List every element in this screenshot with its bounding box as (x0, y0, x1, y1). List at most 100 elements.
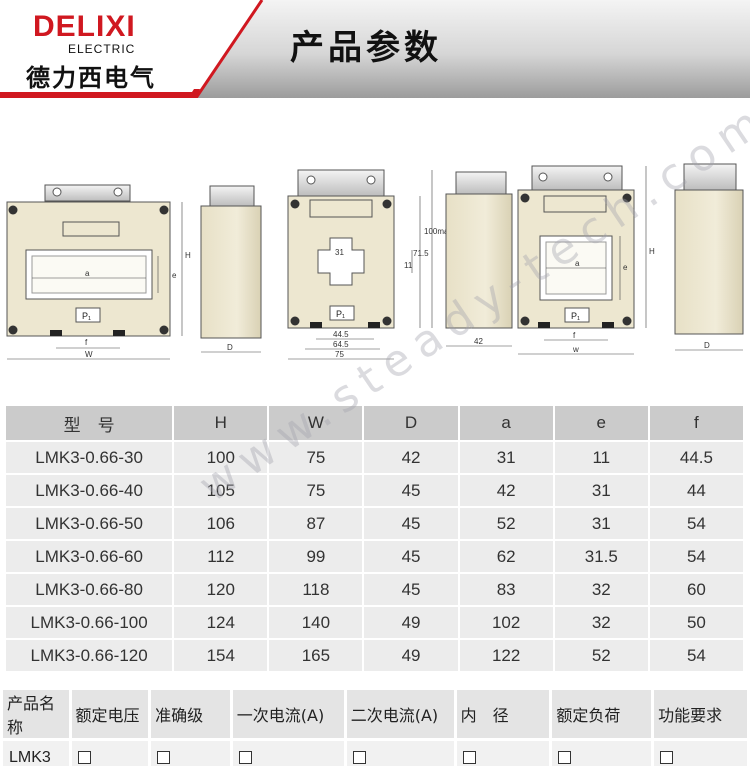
cell-e: 32 (554, 574, 648, 605)
dim-e: e (172, 271, 177, 280)
cell-e: 11 (554, 442, 648, 473)
drawing-side-view-3: D (674, 163, 744, 351)
drawing-side-view-2: 42 (445, 171, 513, 347)
cell-H: 105 (174, 475, 268, 506)
drawing-side-view-1: D (200, 185, 262, 353)
dim-100max: 100max (424, 227, 452, 236)
cell-H: 154 (174, 640, 268, 671)
cell-model: LMK3-0.66-60 (6, 541, 173, 572)
order-product-value: LMK3 (3, 741, 69, 766)
order-row: LMK3 (3, 741, 747, 766)
spec-table: 型 号 H W D a e f LMK3-0.66-30 100 75 42 3… (4, 404, 745, 673)
primary-current-checkbox[interactable] (238, 751, 252, 765)
inner-diameter-checkbox[interactable] (462, 751, 476, 765)
function-checkbox[interactable] (660, 751, 674, 765)
cell-model: LMK3-0.66-30 (6, 442, 173, 473)
header-H: H (174, 406, 268, 440)
cell-f: 54 (649, 640, 743, 671)
cell-D: 49 (364, 640, 458, 671)
order-voltage-cell (71, 741, 149, 766)
order-secondary-current-cell (346, 741, 454, 766)
cell-f: 44 (649, 475, 743, 506)
cell-e: 31.5 (554, 541, 648, 572)
cell-D: 42 (364, 442, 458, 473)
cell-W: 75 (269, 442, 363, 473)
dim-w: w (572, 345, 579, 354)
drawing-front-view-1: P₁ a e H f W (6, 184, 191, 360)
cell-H: 100 (174, 442, 268, 473)
header-W: W (269, 406, 363, 440)
technical-drawings: P₁ a e H f W D 31 P₁ 11 (6, 163, 744, 360)
dim-a: a (85, 269, 90, 278)
order-primary-current-cell (232, 741, 344, 766)
p1-label-3: P₁ (571, 311, 580, 321)
dim-f-2: f (573, 331, 576, 340)
dim-D-2: D (704, 341, 710, 350)
dim-D: D (227, 343, 233, 352)
cell-D: 45 (364, 574, 458, 605)
dim-a-2: a (575, 259, 580, 268)
cell-a: 83 (459, 574, 553, 605)
cell-model: LMK3-0.66-40 (6, 475, 173, 506)
cell-e: 31 (554, 508, 648, 539)
dim-11: 11 (404, 261, 413, 270)
cell-f: 50 (649, 607, 743, 638)
cell-e: 31 (554, 475, 648, 506)
header-D: D (364, 406, 458, 440)
cell-W: 87 (269, 508, 363, 539)
cell-H: 124 (174, 607, 268, 638)
header-background (0, 0, 750, 98)
cell-W: 75 (269, 475, 363, 506)
drawing-front-view-2: 31 P₁ 11 71.5 100max 44.5 64.5 75 (287, 169, 452, 360)
cell-W: 140 (269, 607, 363, 638)
cell-W: 165 (269, 640, 363, 671)
rated-load-checkbox[interactable] (558, 751, 572, 765)
cell-D: 49 (364, 607, 458, 638)
table-row: LMK3-0.66-60 112 99 45 62 31.5 54 (6, 541, 743, 572)
order-header-voltage: 额定电压 (71, 690, 149, 738)
brand-logo: DELIXI (33, 10, 136, 43)
cell-D: 45 (364, 541, 458, 572)
cell-a: 62 (459, 541, 553, 572)
dim-H-2: H (649, 247, 655, 256)
header-e: e (554, 406, 648, 440)
p1-label: P₁ (82, 311, 91, 321)
cell-model: LMK3-0.66-50 (6, 508, 173, 539)
order-header-inner-diameter: 内 径 (456, 690, 550, 738)
secondary-current-checkbox[interactable] (352, 751, 366, 765)
dim-71-5: 71.5 (413, 249, 429, 258)
dim-f: f (85, 338, 88, 347)
dim-44-5: 44.5 (333, 330, 349, 339)
order-header-rated-load: 额定负荷 (552, 690, 652, 738)
cell-f: 60 (649, 574, 743, 605)
table-row: LMK3-0.66-40 105 75 45 42 31 44 (6, 475, 743, 506)
order-header-function: 功能要求 (654, 690, 747, 738)
order-header-accuracy: 准确级 (151, 690, 230, 738)
drawing-front-view-3: a P₁ e H f w (517, 165, 655, 355)
order-accuracy-cell (151, 741, 230, 766)
brand-cn: 德力西电气 (26, 64, 156, 92)
table-row: LMK3-0.66-50 106 87 45 52 31 54 (6, 508, 743, 539)
header-model: 型 号 (6, 406, 173, 440)
cell-a: 42 (459, 475, 553, 506)
cell-H: 106 (174, 508, 268, 539)
dim-42: 42 (474, 337, 483, 346)
dim-31: 31 (335, 248, 344, 257)
cell-D: 45 (364, 475, 458, 506)
cell-f: 44.5 (649, 442, 743, 473)
cell-W: 118 (269, 574, 363, 605)
voltage-checkbox[interactable] (77, 751, 91, 765)
table-row: LMK3-0.66-100 124 140 49 102 32 50 (6, 607, 743, 638)
order-header-secondary-current: 二次电流(A) (346, 690, 454, 738)
accuracy-checkbox[interactable] (157, 751, 171, 765)
cell-model: LMK3-0.66-100 (6, 607, 173, 638)
cell-a: 31 (459, 442, 553, 473)
cell-D: 45 (364, 508, 458, 539)
cell-H: 120 (174, 574, 268, 605)
table-row: LMK3-0.66-120 154 165 49 122 52 54 (6, 640, 743, 671)
order-form-table: 产品名称 额定电压 准确级 一次电流(A) 二次电流(A) 内 径 额定负荷 功… (0, 687, 750, 766)
order-function-cell (654, 741, 747, 766)
cell-a: 102 (459, 607, 553, 638)
p1-label-2: P₁ (336, 309, 345, 319)
table-row: LMK3-0.66-30 100 75 42 31 11 44.5 (6, 442, 743, 473)
